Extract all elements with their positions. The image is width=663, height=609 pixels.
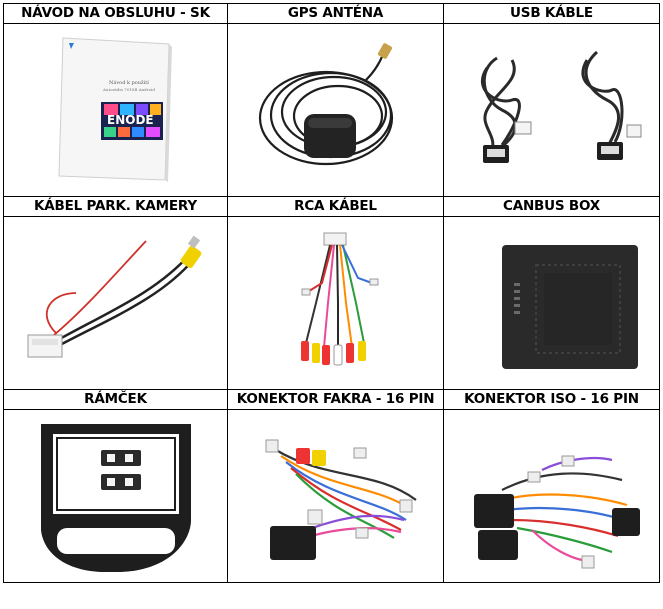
header-row-2: KÁBEL PARK. KAMERY RCA KÁBEL CANBUS BOX bbox=[3, 196, 660, 217]
cell-rca-cable bbox=[227, 216, 444, 390]
booklet-subtitle: Autorádio 7018B Android bbox=[102, 87, 155, 92]
iso-connector-image bbox=[473, 455, 640, 569]
image-row-3 bbox=[3, 409, 660, 583]
header-manual: NÁVOD NA OBSLUHU - SK bbox=[3, 3, 228, 24]
header-gps-antenna: GPS ANTÉNA bbox=[227, 3, 444, 24]
manual-booklet-image: Návod k použití Autorádio 7018B Android … bbox=[57, 37, 172, 182]
dash-frame-image bbox=[40, 424, 191, 572]
image-row-2 bbox=[3, 216, 660, 390]
cell-usb-cables bbox=[443, 23, 660, 197]
image-row-1: Návod k použití Autorádio 7018B Android … bbox=[3, 23, 660, 197]
rca-cable-image bbox=[300, 232, 378, 366]
cell-frame bbox=[3, 409, 228, 583]
cell-iso-connector bbox=[443, 409, 660, 583]
parking-camera-cable-image bbox=[27, 235, 201, 358]
header-canbus-box: CANBUS BOX bbox=[443, 196, 660, 217]
booklet-title: Návod k použití bbox=[109, 79, 149, 86]
cell-parking-camera-cable bbox=[3, 216, 228, 390]
usb-cables-image bbox=[480, 50, 641, 163]
header-usb-cables: USB KÁBLE bbox=[443, 3, 660, 24]
header-rca-cable: RCA KÁBEL bbox=[227, 196, 444, 217]
booklet-logo-icon bbox=[68, 43, 74, 49]
accessories-table: NÁVOD NA OBSLUHU - SK GPS ANTÉNA USB KÁB… bbox=[3, 3, 660, 583]
header-row-1: NÁVOD NA OBSLUHU - SK GPS ANTÉNA USB KÁB… bbox=[3, 3, 660, 24]
canbus-box-image bbox=[501, 245, 638, 369]
gps-antenna-image bbox=[258, 43, 393, 166]
cell-gps-antenna bbox=[227, 23, 444, 197]
fakra-connector-image bbox=[265, 439, 417, 560]
cell-manual: Návod k použití Autorádio 7018B Android … bbox=[3, 23, 228, 197]
header-row-3: RÁMČEK KONEKTOR FAKRA - 16 PIN KONEKTOR … bbox=[3, 389, 660, 410]
header-iso-connector: KONEKTOR ISO - 16 PIN bbox=[443, 389, 660, 410]
cell-canbus-box bbox=[443, 216, 660, 390]
booklet-logo-text: ENODE bbox=[107, 113, 154, 127]
cell-fakra-connector bbox=[227, 409, 444, 583]
header-parking-camera-cable: KÁBEL PARK. KAMERY bbox=[3, 196, 228, 217]
header-fakra-connector: KONEKTOR FAKRA - 16 PIN bbox=[227, 389, 444, 410]
header-frame: RÁMČEK bbox=[3, 389, 228, 410]
